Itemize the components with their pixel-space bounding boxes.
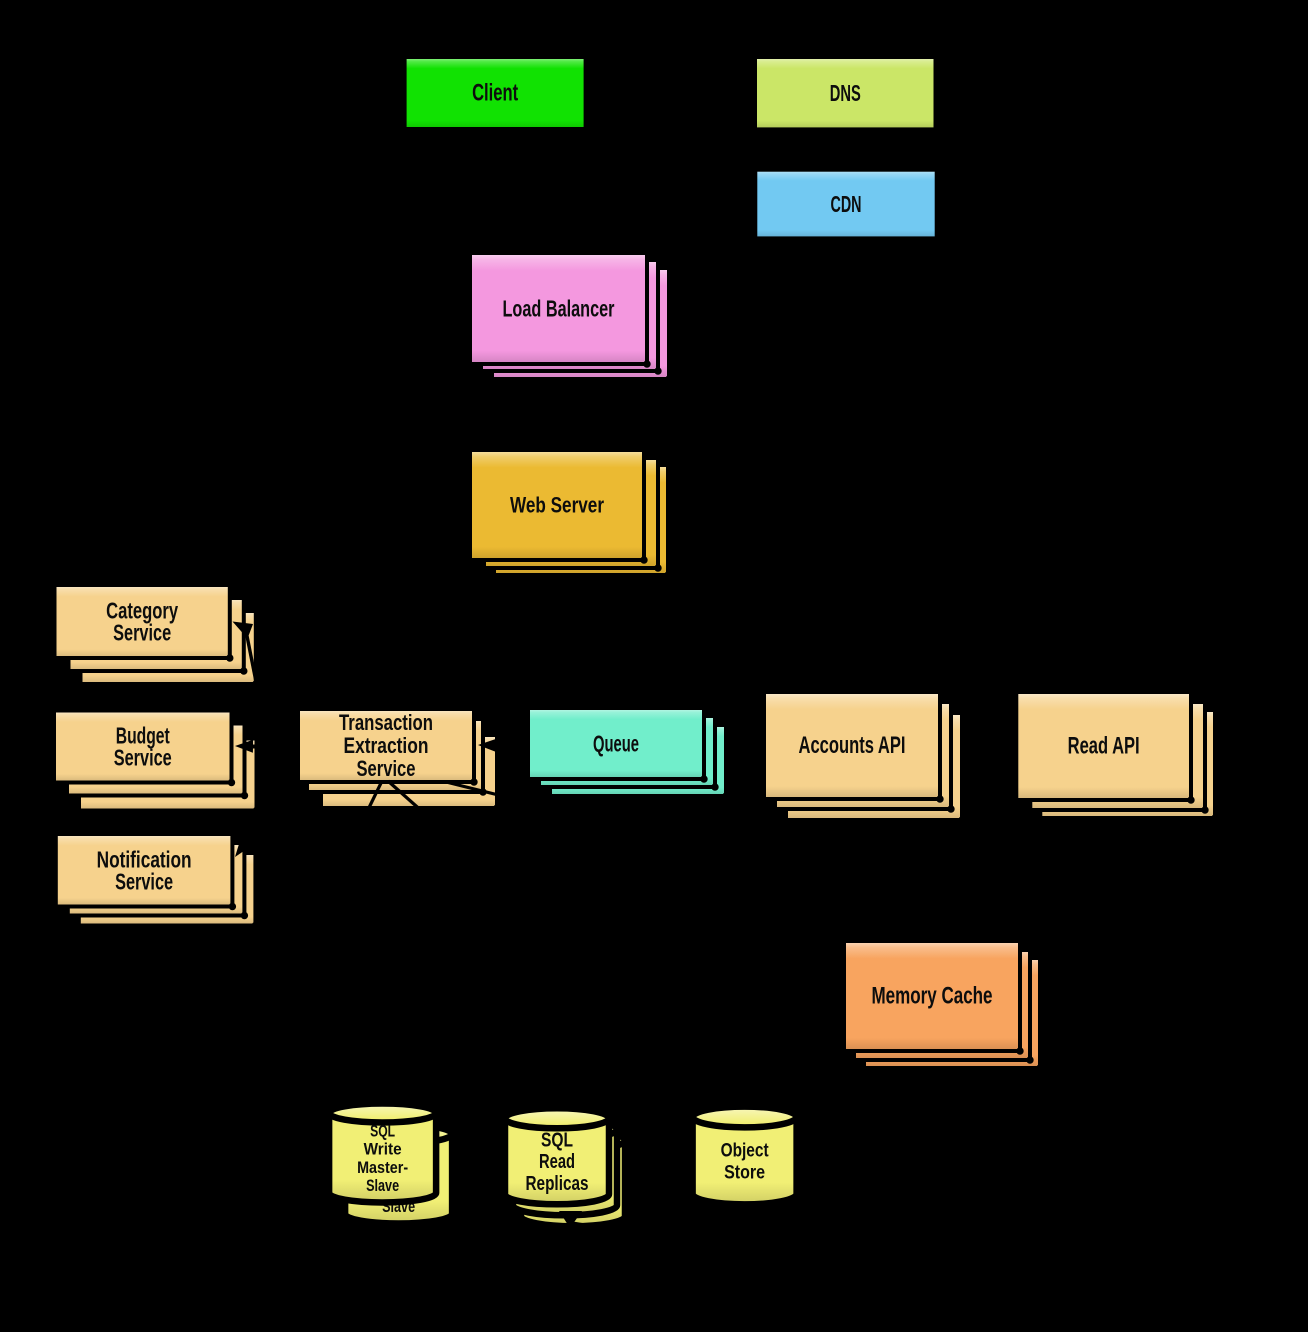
svg-text:Category: Category <box>106 598 178 624</box>
svg-text:CDN: CDN <box>831 191 862 217</box>
svg-text:Notification: Notification <box>97 846 192 872</box>
svg-text:SQL: SQL <box>541 1130 573 1152</box>
svg-text:Store: Store <box>724 1162 765 1183</box>
svg-text:Service: Service <box>113 620 171 646</box>
svg-text:Master-: Master- <box>357 1159 408 1177</box>
svg-text:Memory Cache: Memory Cache <box>872 983 993 1010</box>
svg-text:Transaction: Transaction <box>339 710 433 735</box>
svg-text:Write: Write <box>364 1141 402 1159</box>
svg-text:Web Server: Web Server <box>510 493 604 518</box>
svg-text:Slave: Slave <box>366 1177 399 1195</box>
svg-text:Extraction: Extraction <box>344 733 429 758</box>
svg-text:DNS: DNS <box>830 80 861 106</box>
svg-text:Load Balancer: Load Balancer <box>503 296 615 322</box>
svg-text:SQL: SQL <box>370 1123 395 1141</box>
svg-text:Budget: Budget <box>116 723 170 749</box>
svg-text:Service: Service <box>357 756 416 781</box>
svg-text:Service: Service <box>115 868 173 894</box>
svg-text:Service: Service <box>114 745 172 771</box>
svg-text:Client: Client <box>472 80 518 107</box>
svg-text:Read: Read <box>539 1151 575 1173</box>
svg-text:Accounts API: Accounts API <box>799 732 906 759</box>
svg-text:Queue: Queue <box>593 731 639 757</box>
svg-text:Read API: Read API <box>1068 733 1140 760</box>
svg-text:Object: Object <box>721 1141 770 1162</box>
svg-text:Replicas: Replicas <box>526 1173 589 1195</box>
